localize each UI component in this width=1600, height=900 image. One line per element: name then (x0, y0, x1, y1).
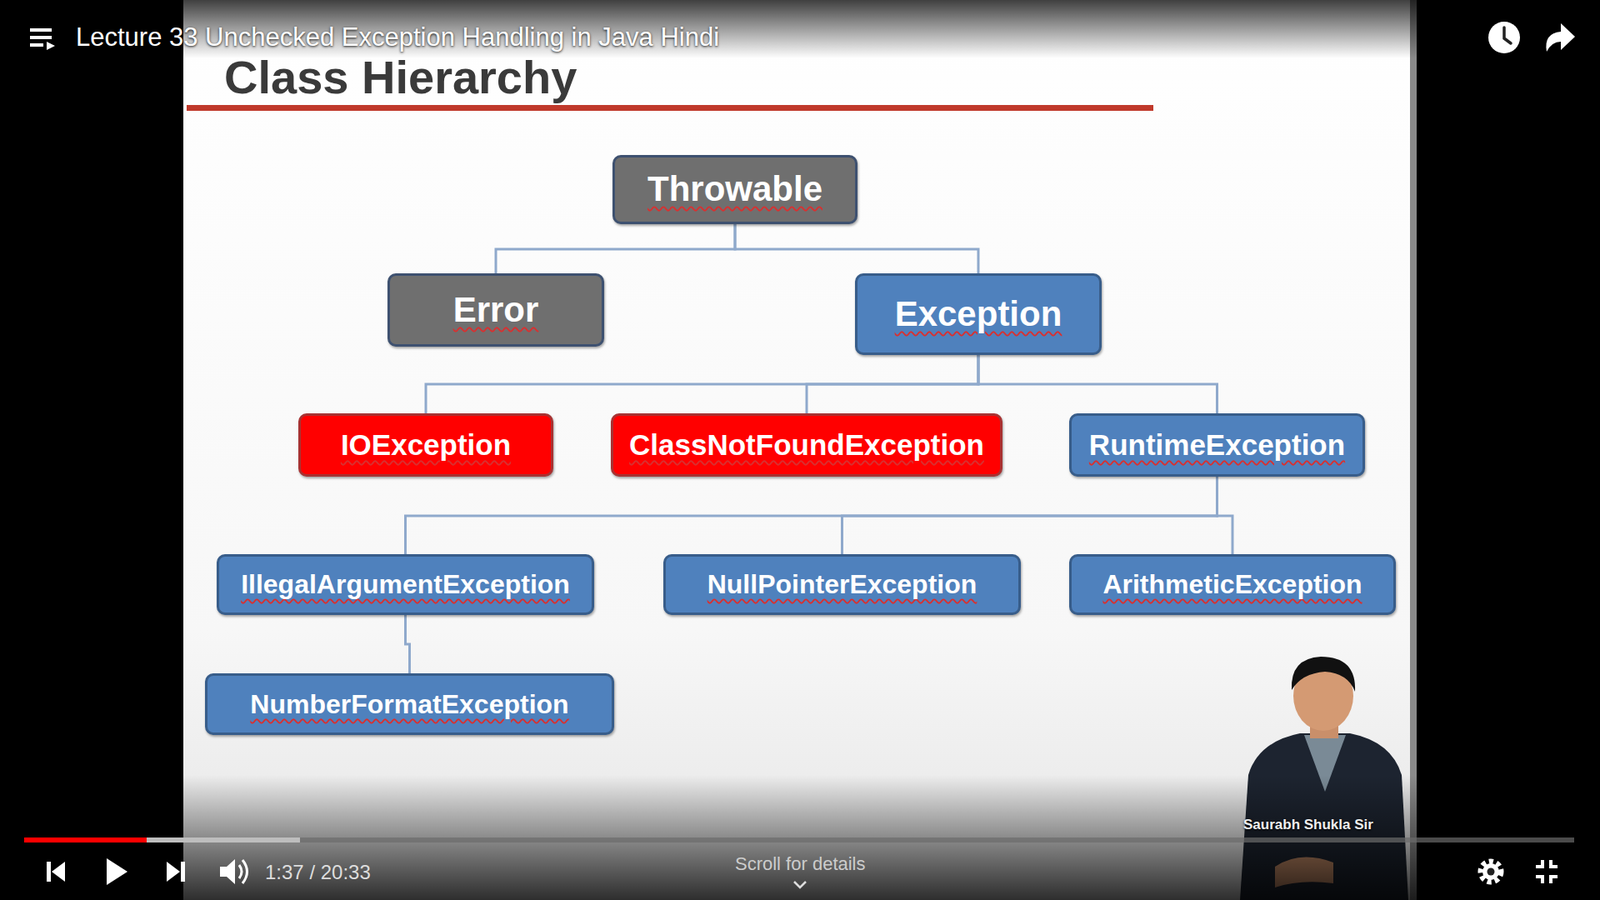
share-icon (1545, 23, 1575, 52)
hierarchy-connector (842, 476, 1218, 555)
class-name: NumberFormatException (250, 688, 569, 720)
class-box: Throwable (612, 155, 858, 225)
hierarchy-connector (405, 615, 410, 674)
previous-icon (46, 861, 65, 882)
progress-track (24, 837, 1575, 843)
bottom-shade (0, 775, 1600, 900)
class-box: Error (387, 273, 605, 347)
slide (183, 0, 1417, 900)
video-title: Lecture 33 Unchecked Exception Handling … (75, 22, 720, 53)
hierarchy-connector (1217, 476, 1234, 555)
class-box: IOException (298, 413, 554, 477)
watermark: Saurabh Shukla Sir (1243, 816, 1374, 834)
class-name: Throwable (647, 168, 823, 210)
hierarchy-connector (405, 476, 1218, 555)
class-box: IllegalArgumentException (216, 554, 595, 615)
class-box: ArithmeticException (1069, 554, 1396, 615)
class-name: ClassNotFoundException (629, 427, 985, 463)
class-box: ClassNotFoundException (610, 413, 1003, 477)
class-box: RuntimeException (1069, 413, 1365, 477)
scroll-hint: Scroll for details (735, 853, 866, 875)
class-box: NullPointerException (663, 554, 1021, 615)
hierarchy-connector (735, 224, 979, 274)
hierarchy-connector (806, 355, 979, 414)
class-name: RuntimeException (1089, 427, 1345, 463)
watch-later-icon (1488, 21, 1520, 54)
class-name: NullPointerException (707, 568, 978, 600)
class-box: NumberFormatException (205, 673, 615, 735)
volume-icon (220, 859, 248, 885)
hierarchy-connector (495, 224, 735, 274)
progress-played (24, 837, 147, 843)
class-name: Error (453, 289, 540, 331)
chevron-icon (794, 881, 806, 888)
time-display: 1:37 / 20:33 (265, 860, 371, 885)
next-icon (166, 861, 185, 882)
class-box: Exception (855, 273, 1102, 355)
settings-icon (1480, 861, 1501, 882)
top-shade (0, 0, 1600, 59)
class-name: IllegalArgumentException (240, 568, 570, 600)
slide-edge (1410, 0, 1417, 900)
class-name: IOException (340, 427, 511, 463)
class-name: Exception (895, 293, 1063, 335)
class-name: ArithmeticException (1102, 568, 1362, 600)
slide-title: Class Hierarchy (224, 50, 577, 105)
play-icon (106, 858, 128, 885)
progress-buffer (24, 837, 300, 843)
playlist-icon (30, 28, 55, 50)
hierarchy-connector (425, 355, 979, 414)
exit-fullscreen-icon (1535, 860, 1558, 884)
hierarchy-connector (978, 355, 1218, 414)
title-rule (186, 105, 1154, 111)
